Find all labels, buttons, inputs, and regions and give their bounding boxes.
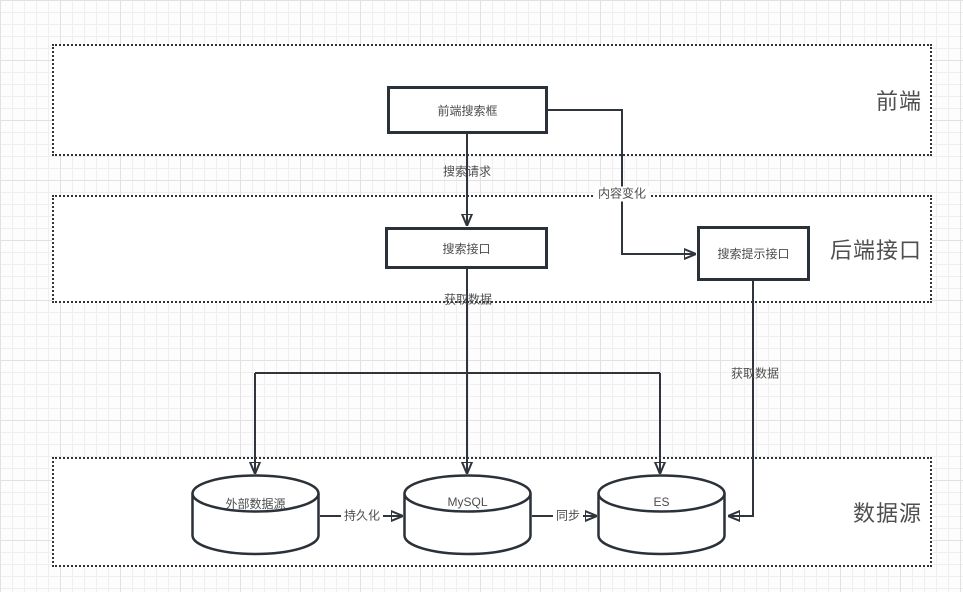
node-search-suggest-api[interactable]: 搜索提示接口 [697,226,810,281]
cylinder-icon [597,474,726,556]
edge-label-persist: 持久化 [340,508,384,524]
edge-label-fetch-data-left: 获取数据 [443,292,493,307]
node-es-label: ES [653,495,670,509]
edge-label-search-request: 搜索请求 [442,164,492,179]
section-frontend-label: 前端 [875,89,922,114]
node-mysql-label: MySQL [447,495,488,509]
edge-label-fetch-data-right: 获取数据 [730,366,780,381]
edge-label-content-change: 内容变化 [594,186,650,202]
node-search-api-label: 搜索接口 [442,241,491,256]
section-frontend[interactable]: 前端 [52,44,932,156]
node-es[interactable]: ES [597,474,726,556]
edge-label-sync: 同步 [552,508,584,524]
cylinder-icon [191,474,320,556]
node-frontend-search-box-label: 前端搜索框 [437,103,498,118]
section-backend-api-label: 后端接口 [829,238,922,263]
section-data-source-label: 数据源 [852,501,922,526]
node-search-suggest-api-label: 搜索提示接口 [717,247,790,261]
node-frontend-search-box[interactable]: 前端搜索框 [387,86,548,134]
node-external-data-source[interactable]: 外部数据源 [191,474,320,556]
node-mysql[interactable]: MySQL [403,474,532,556]
cylinder-icon [403,474,532,556]
node-external-data-source-label: 外部数据源 [225,497,286,511]
node-search-api[interactable]: 搜索接口 [385,227,548,269]
